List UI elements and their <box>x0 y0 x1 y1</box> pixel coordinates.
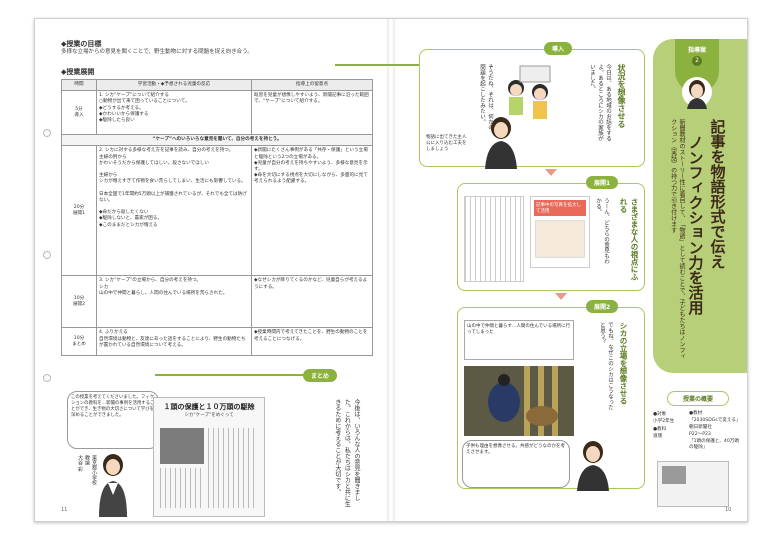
summary-connector <box>155 374 335 376</box>
row-time: 10分 まとめ <box>61 327 97 357</box>
plan-heading: ◆授業展開 <box>61 68 95 76</box>
stage-label: 展開2 <box>586 300 619 313</box>
table-row: “ケープ”へのいろいろな意見を聞いて、自分の考えを持とう。 <box>61 134 373 147</box>
stage-card-dev1: 展開1 さまざまな人の視点にふれる うーん、どちらの意見もわかる。 記事中の写真… <box>457 176 645 291</box>
shidoan-number: 2 <box>692 56 702 66</box>
right-page: 導入 状況を想像させる 今日は、ある地域のお話をするよ。あるところにシカの家族が… <box>335 19 747 521</box>
deer-photo <box>464 366 574 436</box>
table-row: 10分 まとめ 4. ふりかえる 自然環境は動物と、友達にあった話をすることによ… <box>61 327 373 357</box>
header-notes: 指導上の留意点 <box>251 78 373 92</box>
stage-quote-box: 山の中で仲間と暮らす…人間の住んでいる場所に行ってしまった <box>464 320 574 360</box>
title-line-1: 記事を物語形式で伝え <box>708 119 727 269</box>
newspaper-subline: シカ“ケープ”をめぐって <box>184 413 234 418</box>
shidoan-label: 指導案 <box>687 47 706 54</box>
students-illustration <box>500 64 566 140</box>
row-band: “ケープ”へのいろいろな意見を聞いて、自分の考えを持とう。 <box>61 134 373 147</box>
stage-title: 状況を想像させる <box>617 64 626 128</box>
thumbnail-photo <box>662 466 686 484</box>
student-response: そうだね、それは、何かの問題を起こしたみたい。 <box>479 64 493 130</box>
row-activity: 3. シカ“ケープ”の立場から、自分の考えを持つ。 シカ 山の中で仲間と暮らし、… <box>96 275 252 329</box>
stage-note-bubble: 子供も理由を想像させる。共感がどうなのかを考えさせます。 <box>462 440 570 488</box>
stage-card-intro: 導入 状況を想像させる 今日は、ある地域のお話をするよ。あるところにシカの家族が… <box>419 42 645 167</box>
teacher-illustration <box>481 115 521 169</box>
stage-card-dev2: 展開2 シカの立場を想像させる でもね、なぜこのシカはこうなったと思う？ 山の中… <box>457 300 645 489</box>
table-row: 5分 導入 1. シカ“ケープ”について紹介する ○動物が出て来て困っていること… <box>61 90 373 136</box>
overview-subject-value: 道徳 <box>653 434 663 440</box>
worksheet-card: 記事中の写真を拡大して活用 <box>530 196 590 268</box>
stage-quote: うーん、どちらの意見もわかる。 <box>595 198 609 264</box>
goal-text: 多様な立場からの意見を聞くことで、野生動物に対する問題を捉え向き合う。 <box>61 49 253 55</box>
header-time: 時間 <box>61 78 97 92</box>
row-notes: ◆授業時間内で考えてきたことを、野生の動物のことを考えることにつなげる。 <box>251 327 373 357</box>
intro-text: 新聞教材のストーリー性に着目して、「物語」として読むことで、子どもたちはノンフィ… <box>669 119 685 359</box>
flow-connector <box>335 64 419 66</box>
summary-label: まとめ <box>303 369 338 382</box>
overview-material-label: ●教材 <box>689 411 703 416</box>
intro-note: 物語に出てきた主人公に入り込む工夫をしましょう <box>426 135 467 152</box>
teacher-bubble: この授業を考えてくださいました。フィクションの教科を…新聞の事例を活用することが… <box>67 391 159 449</box>
row-activity: 4. ふりかえる 自然環境は動物と、友達にあった話をすることにより、野生の動物た… <box>96 327 252 357</box>
worksheet <box>464 196 524 282</box>
newspaper-text-lines <box>160 468 204 508</box>
lesson-plan-table: 時間 学習活動・◆予想される児童の反応 指導上の留意点 5分 導入 1. シカ“… <box>61 78 373 357</box>
table-header-row: 時間 学習活動・◆予想される児童の反応 指導上の留意点 <box>61 78 373 92</box>
overview-material: ●教材 「2030SDGsで変える」朝日新聞社 P22〜P23 「1頭の保護と、… <box>689 411 743 452</box>
teacher-illustration <box>93 451 133 517</box>
binder-hole <box>43 374 51 382</box>
row-notes: ◆新聞にたくさん事例がある「共存・保護」という立場と駆除という2つの立場がある。… <box>251 145 373 277</box>
page-number-left: 11 <box>61 507 68 513</box>
overview-target-label: ●対象 <box>653 412 667 417</box>
binder-hole <box>43 251 51 259</box>
stage-title: シカの立場を想像させる <box>619 322 628 405</box>
teacher-question: 今日は、ある地域のお話をするよ。あるところにシカの家族がいました。 <box>589 64 611 141</box>
goal-heading: ◆授業の目標 <box>61 40 102 48</box>
row-activity: 1. シカ“ケープ”について紹介する ○動物が出て来て困っていることについて。 … <box>96 90 252 136</box>
teacher-avatar <box>679 75 715 109</box>
header-activity: 学習活動・◆予想される児童の反応 <box>96 78 252 92</box>
row-activity: 2. シカに対する多様な考え方を記事を読み、自分の考えを持つ。 主婦の例から か… <box>96 145 252 277</box>
row-time: 20分 展開1 <box>61 145 97 277</box>
title-panel: 指導案 2 記事を物語形式で伝え ノンフィクション力を活用 新聞教材のストーリー… <box>653 39 747 373</box>
binder-hole <box>43 129 51 137</box>
newspaper-photo <box>160 428 204 464</box>
overview-subject-label: ●教科 <box>653 426 667 432</box>
down-arrow <box>555 293 567 300</box>
photo-card-caption: 記事中の写真を拡大して活用 <box>534 200 586 216</box>
magazine-spread: ◆授業の目標 多様な立場からの意見を聞くことで、野生動物に対する問題を捉え向き合… <box>34 18 748 522</box>
down-arrow <box>545 169 557 176</box>
table-row: 20分 展開1 2. シカに対する多様な考え方を記事を読み、自分の考えを持つ。 … <box>61 145 373 277</box>
photo-card-image <box>535 220 585 258</box>
row-notes: ◆なぜシカが降りてくるのかなど、児童自らが考えるようにする。 <box>251 275 373 329</box>
newspaper-headline: １頭の保護と１０万頭の駆除 <box>163 403 255 411</box>
overview-box: 授業の概要 ●対象 小学2年生 ●教科 道徳 ●教材 「2030SDGsで変える… <box>653 391 743 511</box>
title-line-2: ノンフィクション力を活用 <box>686 135 705 315</box>
stage-title: さまざまな人の視点にふれる <box>619 198 639 281</box>
teacher-illustration <box>573 439 613 491</box>
teacher-question: でもね、なぜこのシカはこうなったと思う？ <box>599 322 613 410</box>
row-time: 10分 展開2 <box>61 275 97 329</box>
row-time: 5分 導入 <box>61 90 97 136</box>
stage-label: 展開1 <box>586 176 619 189</box>
overview-target-value: 小学2年生 <box>653 419 675 425</box>
newspaper-text-lines <box>208 428 258 508</box>
newspaper-clip: １頭の保護と１０万頭の駆除 シカ“ケープ”をめぐって <box>153 397 265 517</box>
left-page: ◆授業の目標 多様な立場からの意見を聞くことで、野生動物に対する問題を捉え向き合… <box>35 19 387 521</box>
row-notes: 既習を児童が想像しやすいよう、新聞記事に沿った範囲で、“ケープ”について紹介する… <box>251 90 373 136</box>
newspaper-thumbnail <box>657 461 729 507</box>
table-row: 10分 展開2 3. シカ“ケープ”の立場から、自分の考えを持つ。 シカ 山の中… <box>61 275 373 329</box>
gutter <box>387 19 395 521</box>
overview-label: 授業の概要 <box>667 391 729 406</box>
stage-label: 導入 <box>544 42 573 55</box>
overview-details: ●対象 小学2年生 ●教科 道徳 <box>653 411 674 440</box>
page-number-right: 10 <box>725 507 732 513</box>
teacher-caption: 東京都小学校 教諭 大谷 彩 <box>77 455 97 485</box>
summary-text: 今後は、いろんな人の意見を聞きました。これからは、私たちはシカと共に生きるために… <box>333 399 360 507</box>
overview-material-value: 「2030SDGsで変える」朝日新聞社 P22〜P23 「1頭の保護と、40万頭… <box>689 417 741 451</box>
